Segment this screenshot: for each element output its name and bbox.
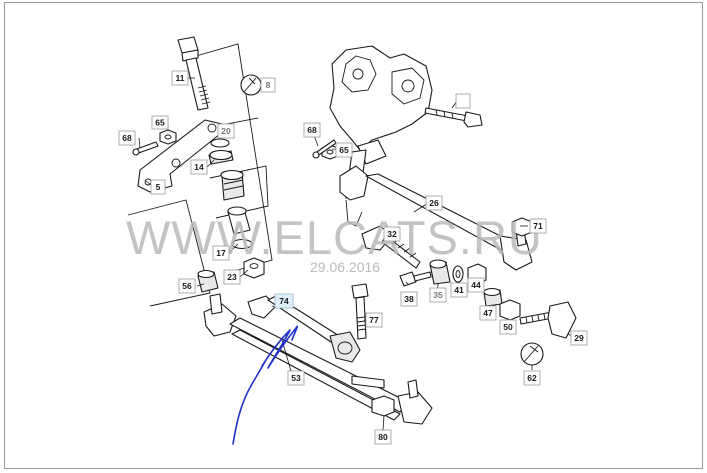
washer-41	[452, 265, 464, 283]
nut-65-left	[159, 129, 177, 145]
part-tag-80: 80	[374, 429, 392, 445]
diagram-frame	[4, 2, 703, 469]
svg-text:29: 29	[574, 333, 584, 343]
svg-text:65: 65	[155, 118, 165, 128]
part-tag-68-right: 68	[303, 122, 321, 138]
bolt-11	[177, 36, 211, 111]
svg-text:38: 38	[404, 294, 414, 304]
part-tag-41: 41	[450, 282, 468, 298]
bolt-38	[399, 271, 432, 287]
pin-68-left	[132, 141, 159, 156]
part-tag-68-left: 68	[118, 130, 136, 146]
watermark-date: 29.06.2016	[310, 259, 380, 275]
part-tag-74: 74	[274, 293, 294, 309]
bolt-77	[351, 283, 369, 340]
mount-17	[220, 169, 253, 250]
bushing-14	[208, 138, 234, 165]
wrench-symbol-62	[520, 342, 544, 366]
watermark-site: WWW.ELCATS.RU	[126, 211, 543, 264]
part-tag-35: 35	[429, 287, 447, 303]
svg-text:14: 14	[194, 162, 204, 172]
lever-5	[137, 119, 223, 193]
svg-text:71: 71	[533, 221, 543, 231]
svg-text:68: 68	[122, 133, 132, 143]
svg-text:8: 8	[266, 80, 271, 90]
part-tag-50: 50	[499, 319, 517, 335]
part-tag-65-right: 65	[335, 142, 353, 158]
bolt-2	[424, 107, 483, 128]
svg-text:74: 74	[279, 296, 289, 306]
part-tag-44: 44	[467, 277, 485, 293]
svg-text:5: 5	[156, 182, 161, 192]
svg-text:20: 20	[221, 126, 231, 136]
svg-text:77: 77	[369, 315, 379, 325]
svg-text:50: 50	[503, 322, 513, 332]
part-tag-71: 71	[529, 218, 547, 234]
left-assembly	[127, 36, 273, 307]
part-tag-29: 29	[570, 330, 588, 346]
part-tag-26: 26	[425, 195, 443, 211]
part-tag-53: 53	[287, 370, 305, 386]
part-tag-32: 32	[383, 226, 401, 242]
pen-annotation	[232, 325, 299, 445]
svg-text:68: 68	[307, 125, 317, 135]
svg-text:32: 32	[387, 229, 397, 239]
ball-joint-29	[519, 301, 577, 339]
part-tag-5: 5	[150, 179, 166, 195]
part-tag-62: 62	[523, 370, 541, 386]
adjusting-sleeve-74	[247, 295, 385, 389]
part-tag-65-left: 65	[151, 115, 169, 130]
part-tag-17: 17	[212, 245, 230, 261]
svg-text:11: 11	[176, 73, 185, 83]
part-tag-23: 23	[223, 269, 241, 285]
svg-text:53: 53	[291, 373, 301, 383]
part-tag-77: 77	[365, 312, 383, 328]
bushing-35	[429, 259, 451, 285]
cap-56	[197, 269, 219, 293]
svg-text:62: 62	[527, 373, 537, 383]
bushing-47	[483, 287, 503, 307]
bracket-outline-d	[127, 199, 211, 307]
svg-text:26: 26	[429, 198, 439, 208]
part-tag-38: 38	[400, 291, 418, 307]
svg-text:23: 23	[227, 272, 237, 282]
drag-link-53	[203, 293, 433, 425]
part-tag-56: 56	[178, 278, 196, 294]
wrench-symbol-8	[240, 74, 262, 96]
svg-text:35: 35	[433, 290, 443, 300]
svg-text:80: 80	[378, 432, 388, 442]
part-tag-47: 47	[479, 305, 497, 321]
pin-68-right	[312, 139, 337, 159]
part-tag-14: 14	[190, 159, 208, 175]
svg-text:44: 44	[471, 280, 481, 290]
svg-text:41: 41	[454, 285, 464, 295]
part-tag-2	[455, 93, 471, 109]
svg-text:17: 17	[216, 248, 226, 258]
part-tag-20: 20	[217, 123, 235, 139]
nut-80	[371, 395, 395, 417]
svg-text:65: 65	[339, 145, 349, 155]
part-tag-11: 11	[171, 70, 189, 86]
part-tag-8: 8	[260, 77, 276, 93]
svg-text:56: 56	[182, 281, 192, 291]
svg-text:47: 47	[483, 308, 493, 318]
nut-50	[499, 299, 521, 321]
